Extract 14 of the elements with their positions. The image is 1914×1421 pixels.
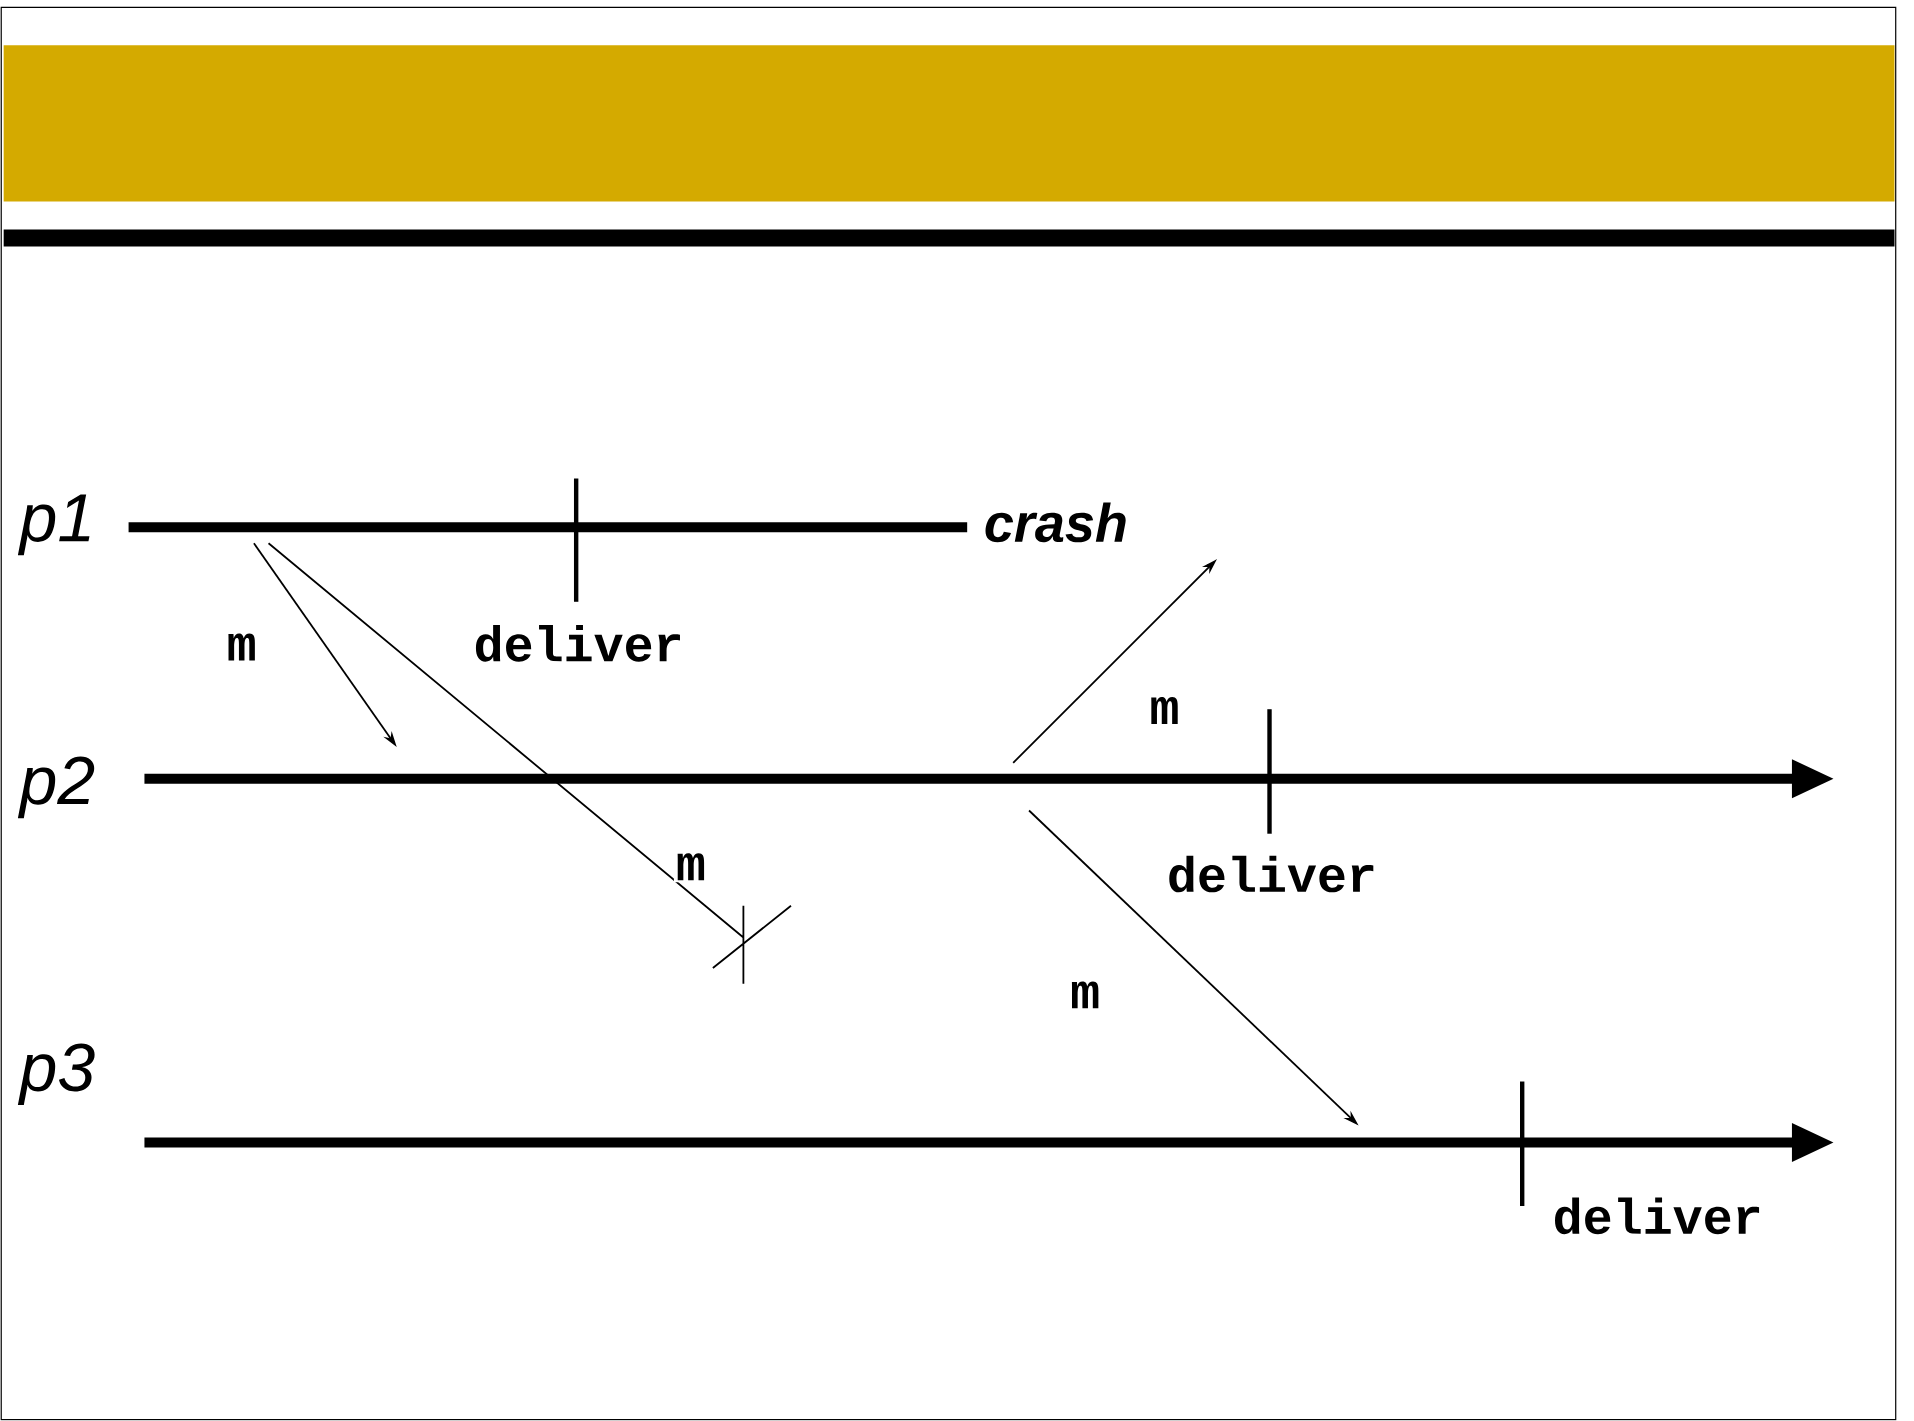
edge-label: m xyxy=(1147,695,1182,726)
event-label: deliver xyxy=(475,625,680,662)
timeline-bar xyxy=(128,522,968,533)
event-label: deliver xyxy=(1169,855,1374,893)
crash-label: crash xyxy=(985,502,1126,543)
edge-label: m xyxy=(1068,979,1103,1011)
process-label: p2 xyxy=(17,756,95,819)
process-label: p3 xyxy=(17,1043,95,1106)
timeline-arrow xyxy=(144,759,1834,799)
message-arrow xyxy=(267,542,792,985)
timeline-arrow xyxy=(144,1123,1834,1163)
edge-label: m xyxy=(673,851,708,883)
edge-label: m xyxy=(224,631,259,663)
process-label: p1 xyxy=(17,494,90,556)
